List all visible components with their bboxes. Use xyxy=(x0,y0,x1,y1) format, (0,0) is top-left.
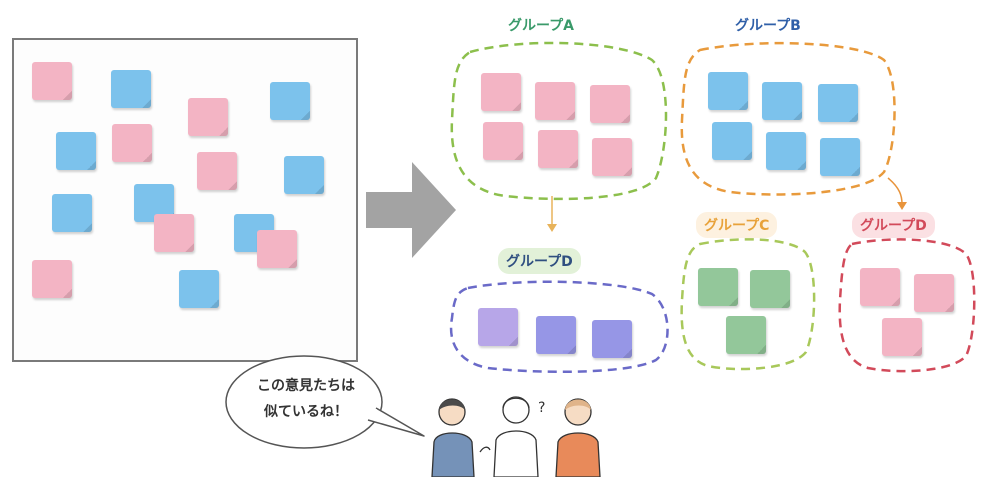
speech-bubble-icon xyxy=(225,355,425,449)
sticky-note xyxy=(52,194,92,232)
sticky-note xyxy=(56,132,96,170)
speech-line-2: 似ているね！ xyxy=(264,404,348,420)
sticky-note xyxy=(708,72,748,110)
sticky-note xyxy=(112,124,152,162)
group-c-outline xyxy=(680,238,816,371)
sticky-note xyxy=(750,270,790,308)
sticky-note xyxy=(590,85,630,123)
whiteboard xyxy=(12,38,358,362)
sticky-note xyxy=(535,82,575,120)
sticky-note xyxy=(483,122,523,160)
question-mark-icon: ? xyxy=(538,400,545,416)
sticky-note xyxy=(698,268,738,306)
sticky-note xyxy=(536,316,576,354)
sticky-note xyxy=(914,274,954,312)
group-b-outline xyxy=(680,41,896,196)
right-arrow-icon xyxy=(366,162,456,258)
group-d-left-label: グループD xyxy=(498,248,581,274)
sticky-note xyxy=(270,82,310,120)
group-d-right-outline xyxy=(838,238,976,373)
speech-line-1: この意見たちは xyxy=(257,378,355,394)
sticky-note xyxy=(860,268,900,306)
sticky-note xyxy=(592,320,632,358)
sticky-note xyxy=(32,62,72,100)
connector-arrow-b-to-d xyxy=(887,177,903,205)
group-a-outline xyxy=(450,41,668,201)
sticky-note xyxy=(762,82,802,120)
sticky-note xyxy=(284,156,324,194)
group-d-left-outline xyxy=(449,280,669,374)
sticky-note xyxy=(257,230,297,268)
sticky-note xyxy=(154,214,194,252)
sticky-note xyxy=(538,130,578,168)
sticky-note xyxy=(818,84,858,122)
sticky-note xyxy=(197,152,237,190)
sticky-note xyxy=(712,122,752,160)
group-c-label: グループC xyxy=(696,212,778,238)
sticky-note xyxy=(478,308,518,346)
sticky-note xyxy=(766,132,806,170)
sticky-note xyxy=(820,138,860,176)
sticky-note xyxy=(726,316,766,354)
sticky-note xyxy=(592,138,632,176)
sticky-note xyxy=(188,98,228,136)
group-b-label: グループB xyxy=(735,18,801,34)
sticky-note xyxy=(179,270,219,308)
group-a-label: グループA xyxy=(508,18,574,34)
group-d-top-label: グループD xyxy=(852,212,935,238)
sticky-note xyxy=(481,73,521,111)
sticky-note xyxy=(32,260,72,298)
sticky-note xyxy=(882,318,922,356)
thinking-person-icon: ? xyxy=(431,396,601,477)
sticky-note xyxy=(111,70,151,108)
